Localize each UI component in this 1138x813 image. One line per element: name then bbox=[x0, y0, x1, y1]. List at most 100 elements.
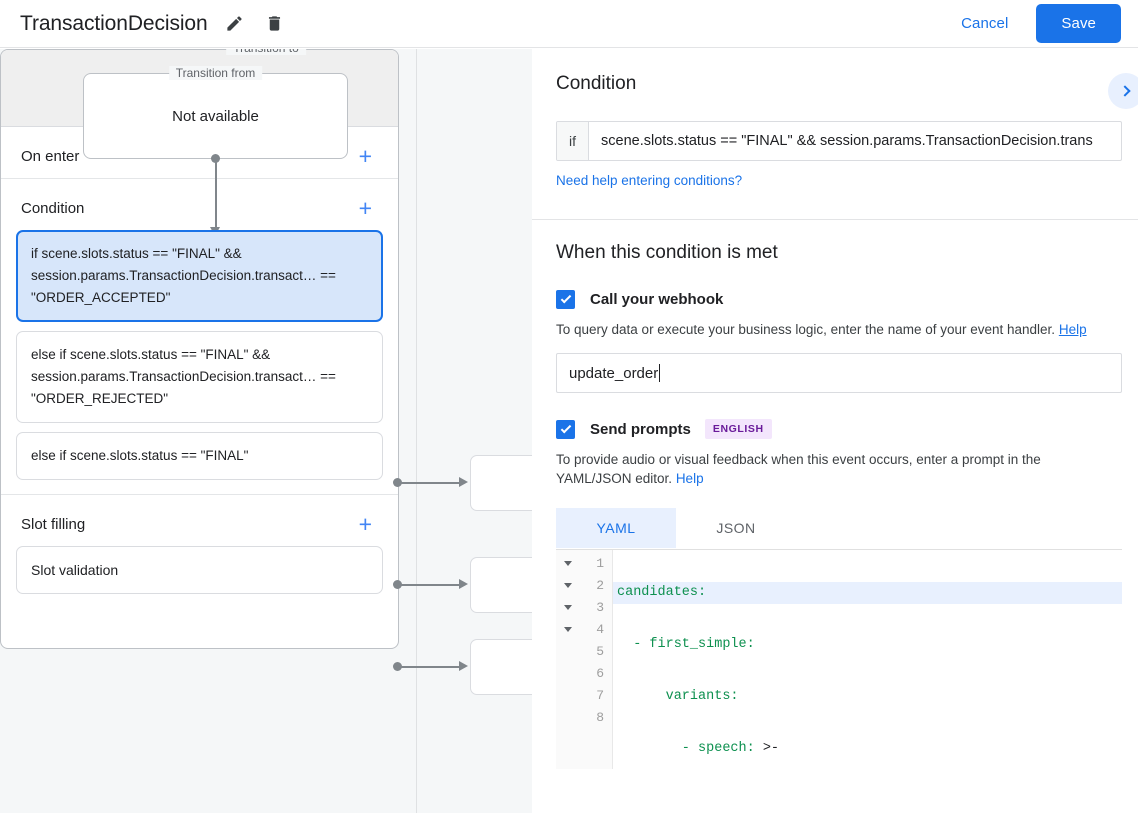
code-key: candidates: bbox=[617, 585, 707, 600]
pencil-icon-svg bbox=[227, 16, 242, 31]
if-label: if bbox=[557, 122, 589, 160]
section-slot-filling: Slot filling + Slot validation bbox=[1, 495, 398, 608]
trash-icon-svg bbox=[269, 16, 281, 31]
transition-to-legend: Transition to bbox=[226, 49, 306, 55]
top-bar: TransactionDecision Cancel Save bbox=[0, 0, 1138, 48]
transition-from-legend: Transition from bbox=[168, 66, 263, 80]
condition-input[interactable]: scene.slots.status == "FINAL" && session… bbox=[601, 133, 1093, 149]
editor-code-area[interactable]: candidates: - first_simple: variants: - … bbox=[613, 550, 1122, 769]
need-help-conditions-link[interactable]: Need help entering conditions? bbox=[556, 173, 743, 188]
condition-item-1[interactable]: else if scene.slots.status == "FINAL" &&… bbox=[16, 331, 383, 423]
canvas-divider bbox=[416, 49, 417, 813]
code-line-4: - speech: >- bbox=[617, 738, 1122, 760]
send-prompts-description: To provide audio or visual feedback when… bbox=[556, 450, 1114, 488]
check-icon bbox=[560, 292, 571, 304]
condition-item-2[interactable]: else if scene.slots.status == "FINAL" bbox=[16, 432, 383, 480]
transition-to-card: Transition to TransactionDecision Scene … bbox=[0, 49, 399, 649]
trash-icon[interactable] bbox=[262, 11, 288, 37]
connector-dot-from bbox=[211, 154, 220, 163]
line-number: 1 bbox=[596, 555, 604, 571]
tab-json[interactable]: JSON bbox=[716, 520, 756, 536]
line-number: 4 bbox=[596, 621, 604, 637]
section-condition: Condition + if scene.slots.status == "FI… bbox=[1, 179, 398, 495]
gutter-line: 4 bbox=[556, 618, 612, 640]
prompt-code-editor[interactable]: 1 2 3 4 5 6 7 8 candidates: - first_simp… bbox=[556, 549, 1122, 769]
connector-line-condition-1 bbox=[398, 584, 464, 586]
fold-triangle-icon[interactable] bbox=[564, 626, 572, 632]
condition-input-row[interactable]: if scene.slots.status == "FINAL" && sess… bbox=[556, 121, 1122, 161]
send-prompts-label: Send prompts bbox=[590, 420, 691, 438]
gutter-line: 2 bbox=[556, 574, 612, 596]
connector-arrow-condition-1 bbox=[459, 579, 468, 589]
code-key: variants: bbox=[617, 689, 739, 704]
gutter-line: 6 bbox=[556, 662, 612, 684]
line-number: 8 bbox=[596, 709, 604, 725]
chevron-right-glyph bbox=[1118, 85, 1131, 97]
cancel-button[interactable]: Cancel bbox=[947, 6, 1022, 41]
line-number: 5 bbox=[596, 643, 604, 659]
send-prompts-checkbox[interactable] bbox=[556, 419, 575, 439]
webhook-handler-value: update_order bbox=[569, 364, 659, 382]
code-line-3: variants: bbox=[617, 686, 1122, 708]
slot-validation-item[interactable]: Slot validation bbox=[16, 546, 383, 594]
fold-triangle-icon[interactable] bbox=[564, 560, 572, 566]
connector-dot-condition-1 bbox=[393, 580, 402, 589]
gutter-line: 3 bbox=[556, 596, 612, 618]
webhook-description-text: To query data or execute your business l… bbox=[556, 322, 1056, 337]
gutter-line: 7 bbox=[556, 684, 612, 706]
webhook-checkbox[interactable] bbox=[556, 290, 575, 309]
scene-graph-canvas: Transition from Not available Transition… bbox=[0, 49, 532, 813]
send-prompts-help-link[interactable]: Help bbox=[675, 471, 704, 486]
webhook-checkbox-row[interactable]: Call your webhook bbox=[556, 290, 1114, 309]
when-condition-met-heading: When this condition is met bbox=[556, 242, 778, 263]
condition-list: if scene.slots.status == "FINAL" && sess… bbox=[1, 230, 398, 494]
add-condition-button[interactable]: + bbox=[358, 195, 372, 221]
editor-format-tabs: YAML JSON bbox=[556, 508, 1122, 548]
webhook-label: Call your webhook bbox=[590, 291, 724, 308]
page-title: TransactionDecision bbox=[20, 11, 208, 35]
fold-triangle-icon[interactable] bbox=[564, 604, 572, 610]
code-key: - speech: bbox=[617, 741, 755, 756]
transition-from-card[interactable]: Transition from Not available bbox=[83, 66, 348, 159]
send-prompts-description-text: To provide audio or visual feedback when… bbox=[556, 452, 1041, 486]
when-condition-met-section: When this condition is met Call your web… bbox=[532, 220, 1138, 769]
section-title-slot-filling: Slot filling bbox=[21, 516, 86, 533]
condition-section: Condition if scene.slots.status == "FINA… bbox=[532, 49, 1138, 219]
webhook-help-link[interactable]: Help bbox=[1058, 322, 1087, 337]
webhook-handler-input[interactable]: update_order bbox=[556, 353, 1122, 393]
add-on-enter-button[interactable]: + bbox=[358, 143, 372, 169]
chevron-right-icon[interactable] bbox=[1108, 73, 1138, 109]
line-number: 7 bbox=[596, 687, 604, 703]
webhook-description: To query data or execute your business l… bbox=[556, 320, 1114, 339]
gutter-line: 8 bbox=[556, 706, 612, 728]
tab-yaml[interactable]: YAML bbox=[556, 508, 676, 548]
connector-line-vertical bbox=[215, 159, 217, 229]
check-icon bbox=[560, 422, 571, 433]
save-button[interactable]: Save bbox=[1036, 4, 1121, 43]
section-title-on-enter: On enter bbox=[21, 148, 80, 165]
fold-triangle-icon[interactable] bbox=[564, 582, 572, 588]
language-badge: ENGLISH bbox=[704, 419, 772, 439]
connector-arrow-condition-2 bbox=[459, 661, 468, 671]
code-key: - first_simple: bbox=[617, 637, 755, 652]
connector-dot-condition-0 bbox=[393, 478, 402, 487]
add-slot-filling-button[interactable]: + bbox=[358, 511, 372, 537]
gutter-line: 1 bbox=[556, 552, 612, 574]
line-number: 6 bbox=[596, 665, 604, 681]
code-text: >- bbox=[754, 741, 780, 756]
code-line-2: - first_simple: bbox=[617, 634, 1122, 656]
condition-item-0[interactable]: if scene.slots.status == "FINAL" && sess… bbox=[16, 230, 383, 322]
condition-heading: Condition bbox=[556, 73, 637, 94]
line-number: 2 bbox=[596, 577, 604, 593]
send-prompts-checkbox-row[interactable]: Send prompts ENGLISH bbox=[556, 419, 1114, 439]
condition-detail-panel: Condition if scene.slots.status == "FINA… bbox=[532, 49, 1138, 813]
pencil-icon[interactable] bbox=[222, 11, 248, 37]
target-box-2[interactable] bbox=[470, 639, 532, 695]
editor-gutter: 1 2 3 4 5 6 7 8 bbox=[556, 550, 613, 769]
connector-dot-condition-2 bbox=[393, 662, 402, 671]
gutter-line: 5 bbox=[556, 640, 612, 662]
transition-from-value: Not available bbox=[172, 107, 259, 125]
target-box-0[interactable] bbox=[470, 455, 532, 511]
slot-filling-list: Slot validation bbox=[1, 546, 398, 608]
target-box-1[interactable] bbox=[470, 557, 532, 613]
